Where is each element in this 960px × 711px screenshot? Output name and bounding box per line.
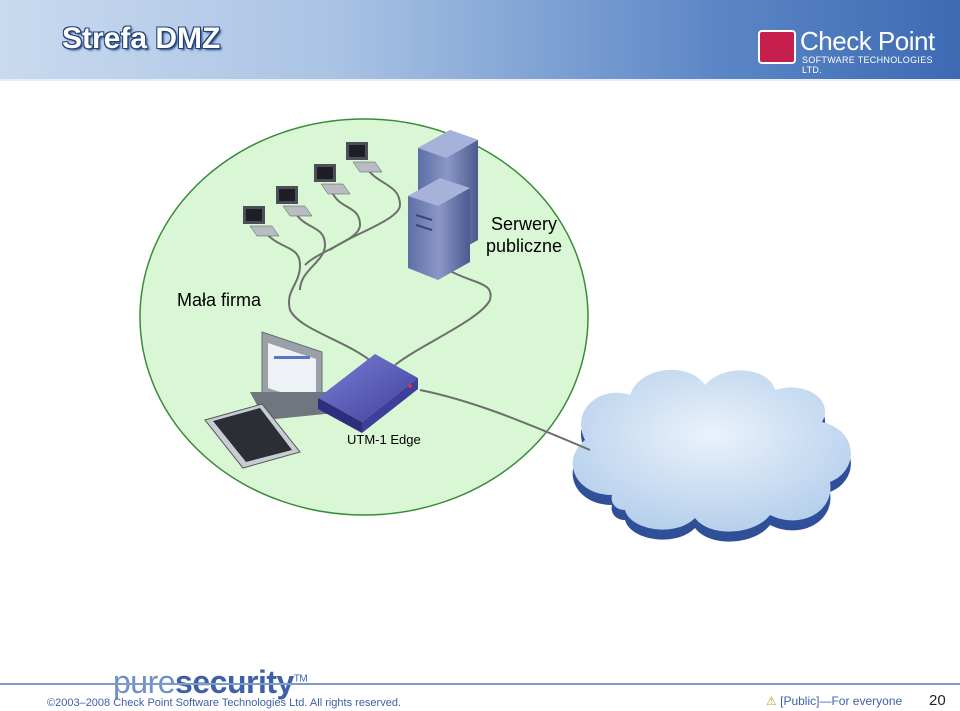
server-icon-front — [408, 178, 470, 280]
footer-divider — [0, 683, 960, 685]
servers-label: Serwery publiczne — [470, 213, 578, 257]
classification-label: ⚠ [Public]—For everyone — [766, 694, 902, 708]
firm-label: Mała firma — [177, 290, 261, 311]
servers-label-line-1: Serwery — [470, 213, 578, 235]
internet-cloud — [573, 370, 851, 542]
warning-icon: ⚠ — [766, 694, 777, 708]
brand-pure: pure — [113, 664, 175, 700]
classification-text: [Public]—For everyone — [780, 694, 902, 708]
brand-security: security — [175, 664, 294, 700]
copyright-text: ©2003–2008 Check Point Software Technolo… — [47, 697, 401, 709]
page-number: 20 — [929, 692, 946, 709]
dmz-zone — [140, 119, 588, 515]
utm-label: UTM-1 Edge — [347, 432, 421, 447]
servers-label-line-2: publiczne — [470, 235, 578, 257]
